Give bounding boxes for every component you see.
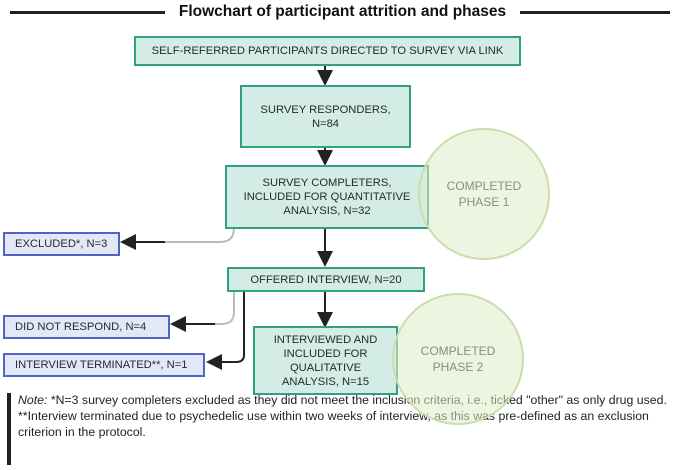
phase1-circle: COMPLETED PHASE 1 (418, 128, 550, 260)
phase1-line2: PHASE 1 (458, 195, 510, 209)
interviewed-line2: INCLUDED FOR (283, 347, 368, 360)
title-rule-left (10, 11, 170, 14)
phase2-circle: COMPLETED PHASE 2 (392, 293, 524, 425)
phase2-line2: PHASE 2 (432, 360, 484, 374)
box-self-referred: SELF-REFERRED PARTICIPANTS DIRECTED TO S… (134, 36, 521, 66)
interviewed-line1: INTERVIEWED AND (273, 333, 378, 346)
interviewed-line3: QUALITATIVE (289, 361, 362, 374)
box-excluded: EXCLUDED*, N=3 (3, 232, 120, 256)
survey-completers-line1: SURVEY COMPLETERS, (262, 177, 392, 189)
note-bar (7, 393, 11, 465)
interviewed-line4: ANALYSIS, N=15 (281, 375, 370, 388)
survey-responders-line1: SURVEY RESPONDERS, (260, 103, 391, 116)
title-bar: Flowchart of participant attrition and p… (0, 0, 685, 24)
survey-completers-line2: INCLUDED FOR QUANTITATIVE (243, 191, 411, 203)
arrow-to-did-not-respond (176, 291, 235, 325)
box-interviewed: INTERVIEWED AND INCLUDED FOR QUALITATIVE… (253, 326, 398, 395)
phase2-line1: COMPLETED (420, 344, 496, 358)
box-interview-terminated: INTERVIEW TERMINATED**, N=1 (3, 353, 205, 377)
box-survey-completers: SURVEY COMPLETERS, INCLUDED FOR QUANTITA… (225, 165, 429, 229)
survey-responders-line2: N=84 (311, 117, 340, 130)
arrow-to-terminated (206, 291, 245, 370)
box-survey-responders: SURVEY RESPONDERS, N=84 (240, 85, 411, 148)
arrow-to-excluded (130, 227, 235, 243)
note-label: Note: (18, 393, 48, 407)
box-did-not-respond: DID NOT RESPOND, N=4 (3, 315, 170, 339)
box-offered-interview: OFFERED INTERVIEW, N=20 (227, 267, 425, 292)
phase1-line1: COMPLETED (446, 179, 522, 193)
page-title: Flowchart of participant attrition and p… (0, 0, 685, 24)
survey-completers-line3: ANALYSIS, N=32 (283, 205, 371, 217)
title-rule-right (500, 11, 670, 14)
